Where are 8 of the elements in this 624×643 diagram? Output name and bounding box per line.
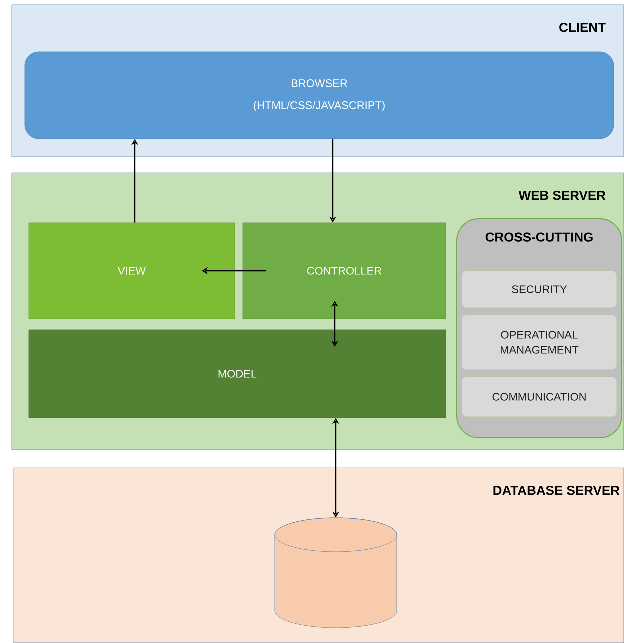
operational-management-box: OPERATIONAL MANAGEMENT bbox=[462, 314, 618, 370]
view-box: VIEW bbox=[28, 222, 236, 320]
model-box: MODEL bbox=[28, 330, 446, 418]
controller-box: CONTROLLER bbox=[242, 222, 446, 320]
security-box: SECURITY bbox=[462, 270, 618, 308]
database-cylinder bbox=[274, 518, 398, 628]
browser-box: BROWSER (HTML/CSS/JAVASCRIPT) bbox=[24, 52, 614, 140]
communication-box: COMMUNICATION bbox=[462, 376, 618, 418]
